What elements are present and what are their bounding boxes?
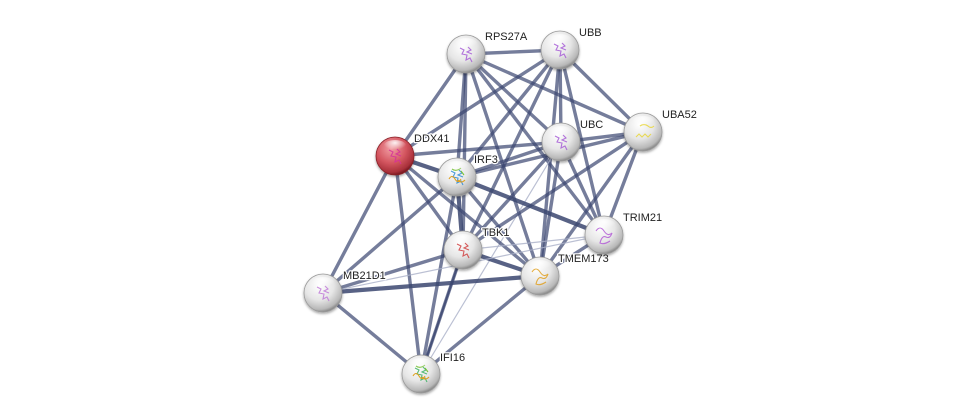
node-highlight: [454, 38, 478, 52]
node-label[interactable]: TMEM173: [557, 252, 610, 267]
edge-uba52-tmem173[interactable]: [538, 130, 645, 278]
node-mb21d1[interactable]: MB21D1: [303, 269, 387, 313]
edge-tbk1-trim21[interactable]: [462, 234, 605, 251]
edge-irf3-ifi16[interactable]: [419, 175, 459, 376]
edge-layer: [320, 48, 645, 376]
edge-irf3-trim21[interactable]: [454, 174, 607, 238]
node-ddx41[interactable]: DDX41: [375, 132, 451, 176]
node-ubb[interactable]: UBB: [540, 26, 603, 70]
node-label[interactable]: UBA52: [661, 108, 698, 123]
edge-tmem173-mb21d1[interactable]: [320, 273, 543, 296]
edge-ubc-tbk1[interactable]: [461, 140, 563, 252]
edge-ubc-tmem173[interactable]: [538, 140, 563, 278]
node-highlight: [383, 140, 407, 154]
node-label[interactable]: IRF3: [473, 153, 499, 168]
node-highlight: [451, 234, 475, 248]
node-tmem173[interactable]: TMEM173: [520, 252, 610, 296]
node-label[interactable]: TRIM21: [622, 211, 664, 226]
edge-tmem173-ifi16[interactable]: [419, 274, 542, 376]
node-rps27a[interactable]: RPS27A: [446, 30, 529, 74]
node-highlight: [528, 260, 552, 274]
edge-rps27a-ubc[interactable]: [464, 52, 563, 144]
protein-structure-icon: [448, 175, 466, 183]
protein-structure-icon: [412, 372, 430, 380]
edge-ubb-tbk1[interactable]: [461, 48, 562, 252]
node-ifi16[interactable]: IFI16: [401, 351, 467, 394]
node-label[interactable]: RPS27A: [484, 30, 529, 45]
edge-ubb-ddx41[interactable]: [393, 48, 562, 158]
node-highlight: [445, 161, 469, 175]
node-label[interactable]: UBB: [578, 26, 603, 41]
edge-ddx41-tmem173[interactable]: [393, 154, 542, 278]
edge-tbk1-mb21d1[interactable]: [321, 248, 465, 295]
edge-ifi16-tbk1[interactable]: [420, 249, 464, 375]
edge-rps27a-tbk1[interactable]: [461, 52, 468, 252]
node-highlight: [549, 126, 573, 140]
edge-ubb-tmem173[interactable]: [538, 48, 562, 278]
node-irf3[interactable]: IRF3: [437, 153, 499, 197]
node-tbk1[interactable]: TBK1: [443, 226, 511, 270]
node-label[interactable]: TBK1: [481, 226, 511, 241]
edge-irf3-tmem173[interactable]: [455, 175, 542, 278]
edge-ubb-trim21[interactable]: [558, 48, 606, 237]
node-label[interactable]: UBC: [579, 118, 605, 133]
node-label[interactable]: IFI16: [439, 351, 467, 366]
edge-mb21d1-ifi16[interactable]: [321, 291, 423, 376]
node-label[interactable]: MB21D1: [342, 269, 387, 284]
edge-ddx41-mb21d1[interactable]: [321, 154, 397, 295]
node-ubc[interactable]: UBC: [541, 118, 605, 162]
node-highlight: [592, 219, 616, 233]
edge-ubb-uba52[interactable]: [558, 48, 645, 134]
node-uba52[interactable]: UBA52: [623, 108, 698, 152]
node-trim21[interactable]: TRIM21: [584, 211, 664, 255]
edge-rps27a-ddx41[interactable]: [393, 52, 468, 158]
edge-uba52-tbk1[interactable]: [461, 130, 645, 252]
node-highlight: [548, 34, 572, 48]
node-highlight: [409, 358, 433, 372]
edge-ubc-ddx41[interactable]: [393, 140, 563, 158]
edge-irf3-mb21d1[interactable]: [321, 175, 459, 295]
node-highlight: [631, 116, 655, 130]
node-label[interactable]: DDX41: [413, 132, 451, 147]
node-highlight: [311, 277, 335, 291]
edge-ubb-irf3[interactable]: [455, 48, 562, 179]
edge-ddx41-ifi16[interactable]: [393, 154, 423, 376]
